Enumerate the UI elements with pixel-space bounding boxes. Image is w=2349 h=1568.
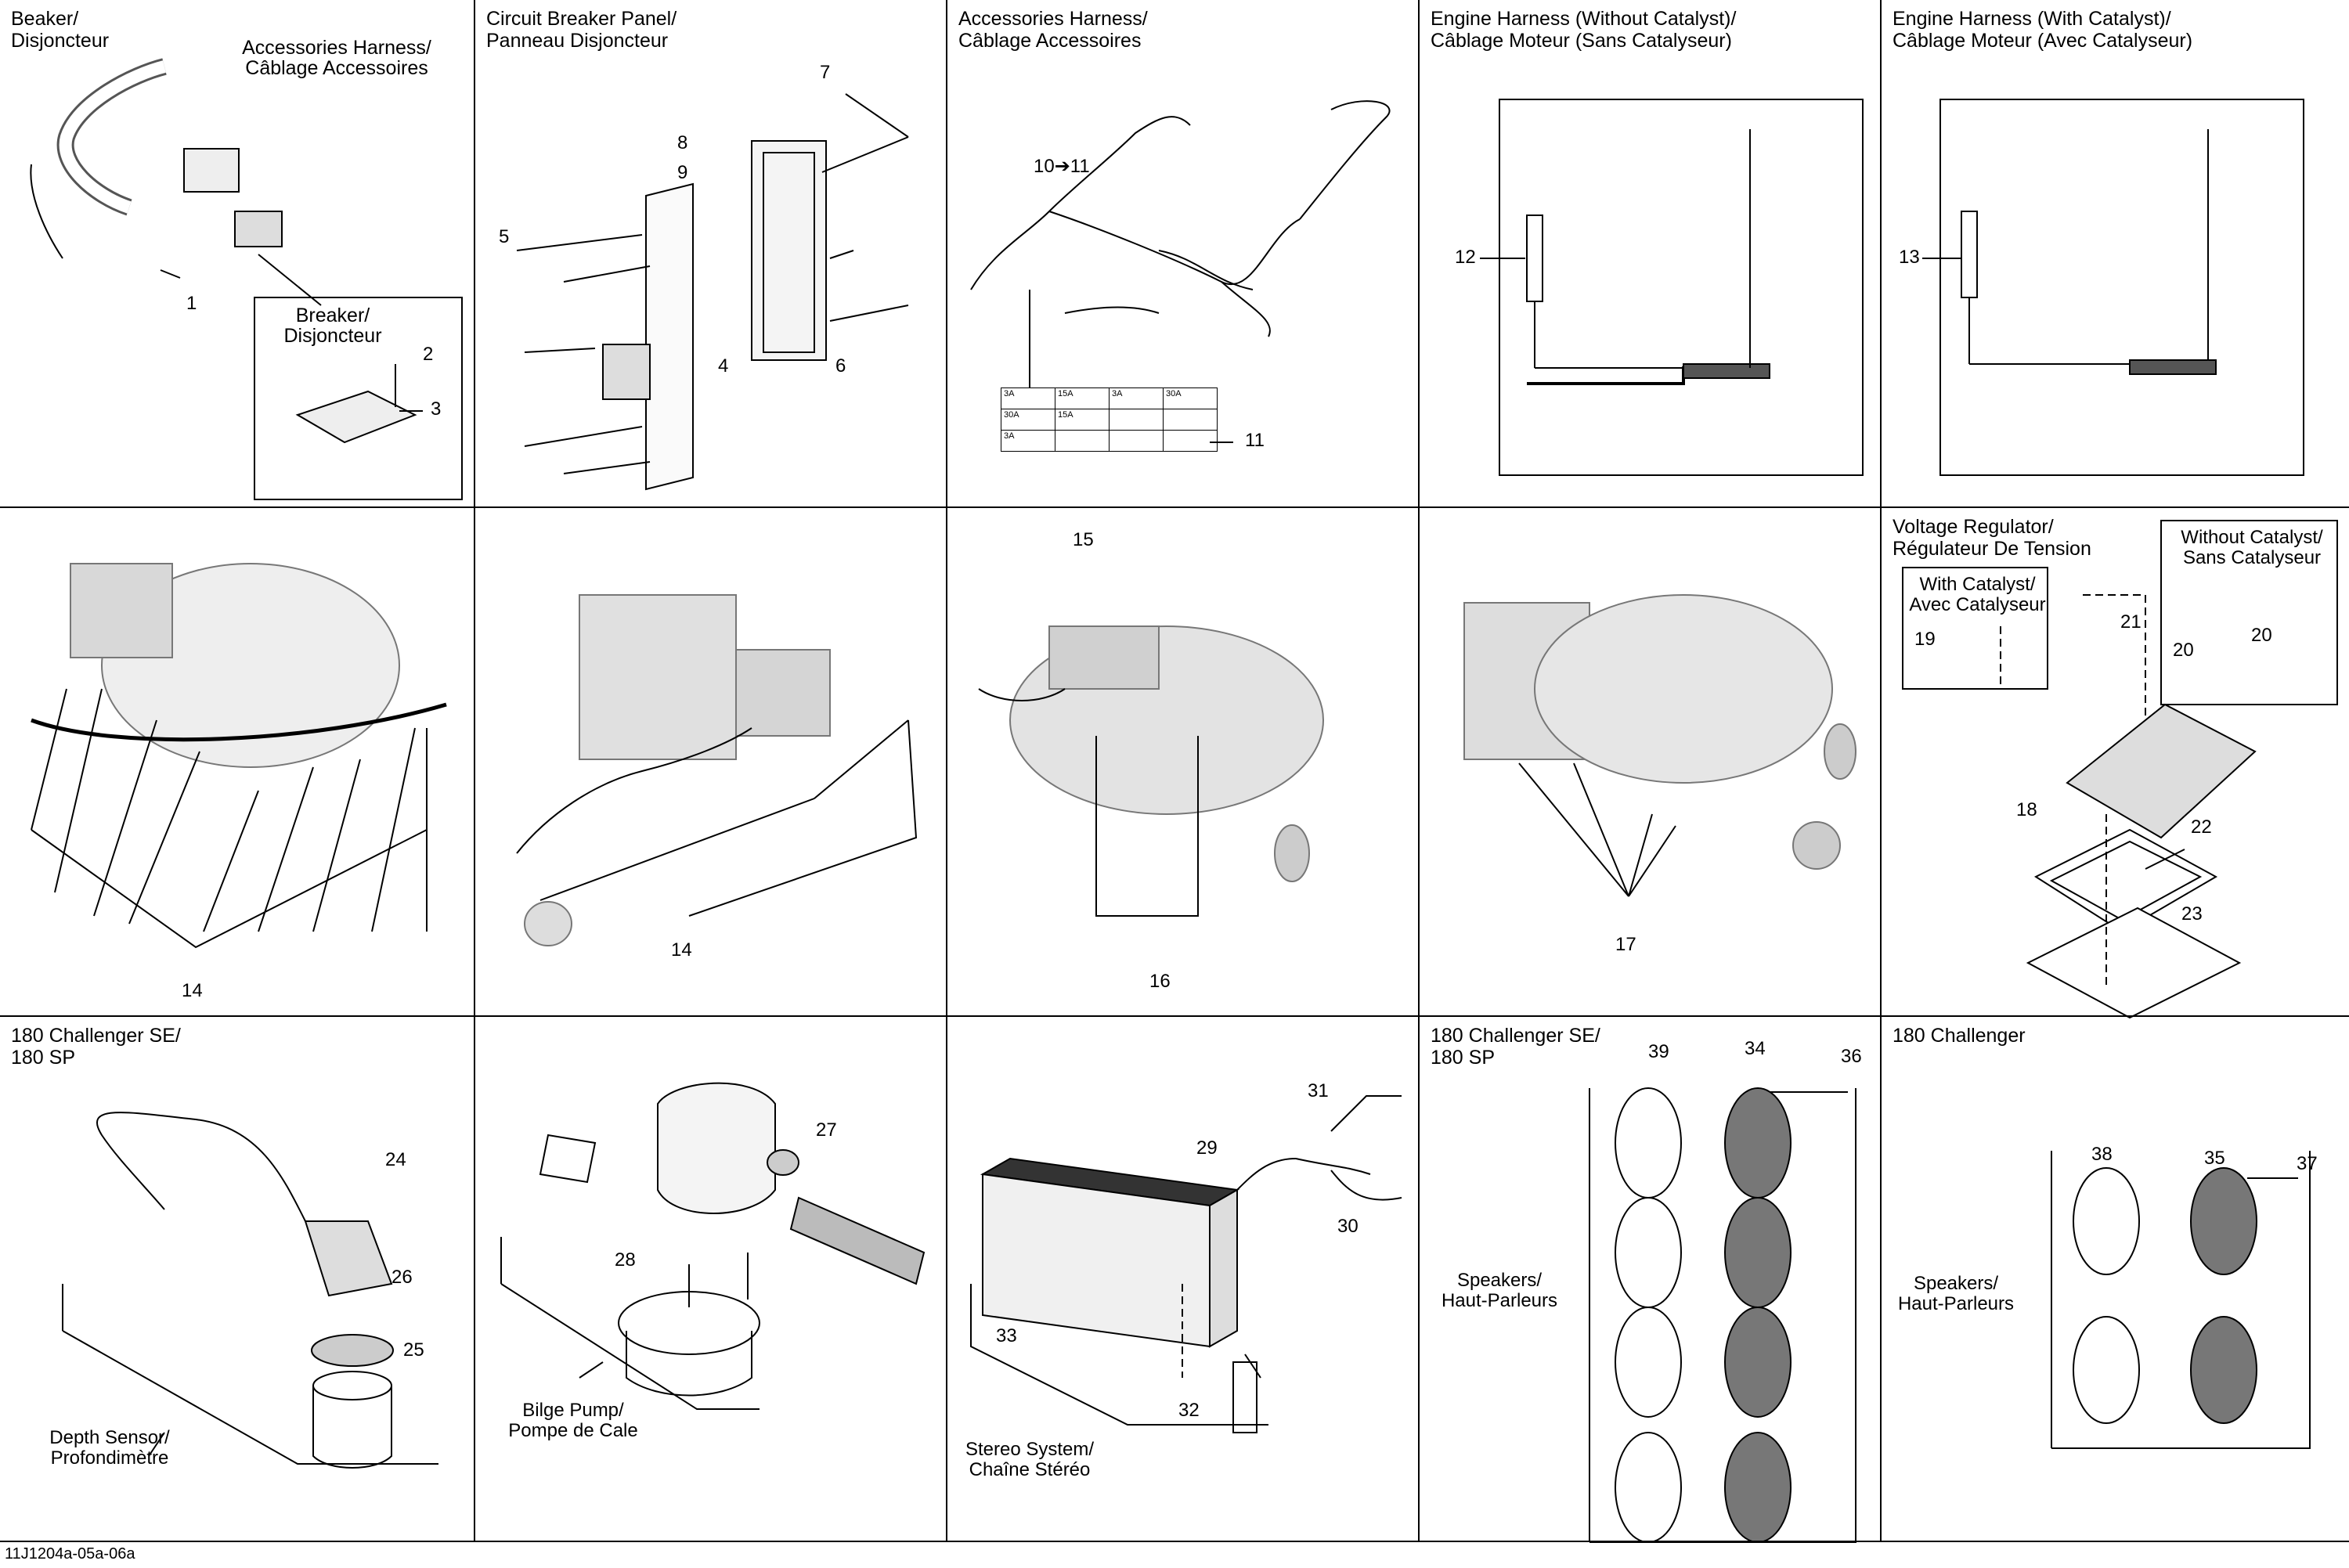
part-label: 15 xyxy=(1073,529,1094,550)
panel-accessories-harness: Accessories Harness/ Câblage Accessoires… xyxy=(947,0,1420,508)
part-label: 9 xyxy=(677,162,688,183)
part-label: 7 xyxy=(820,62,831,83)
panel-speakers-se: 180 Challenger SE/ 180 SP Speakers/ Haut… xyxy=(1420,1017,1882,1542)
part-label: 5 xyxy=(499,226,510,247)
part-label: 30 xyxy=(1337,1216,1359,1237)
panel-title: Circuit Breaker Panel/ Panneau Disjoncte… xyxy=(486,8,677,52)
part-label: 10➔11 xyxy=(1034,156,1090,177)
part-label: 34 xyxy=(1745,1038,1766,1059)
drawing-number: 11J1204a-05a-06a xyxy=(5,1545,135,1563)
part-label: 1 xyxy=(186,293,197,314)
part-label: 20 xyxy=(2251,625,2272,646)
part-label: 12 xyxy=(1455,247,1476,268)
part-label: 28 xyxy=(615,1249,636,1271)
part-label: 8 xyxy=(677,132,688,153)
part-label: 3 xyxy=(431,398,442,420)
caption: Speakers/ Haut-Parleurs xyxy=(1897,1273,2015,1314)
panel-title: Voltage Regulator/ Régulateur De Tension xyxy=(1893,516,2091,560)
panel-title: 180 Challenger SE/ 180 SP xyxy=(1431,1025,1600,1069)
part-label: 26 xyxy=(392,1267,413,1288)
fuse-cell: 15A xyxy=(1055,409,1110,431)
panel-voltage-regulator: Voltage Regulator/ Régulateur De Tension… xyxy=(1882,508,2349,1017)
panel-title: Accessories Harness/ Câblage Accessoires xyxy=(958,8,1148,52)
part-label: 14 xyxy=(671,939,692,961)
part-label: 18 xyxy=(2016,799,2037,820)
fuse-label-table: 3A 15A 3A 30A 30A 15A 3A xyxy=(1001,387,1218,452)
part-label: 32 xyxy=(1178,1400,1200,1421)
panel-speakers: 180 Challenger Speakers/ Haut-Parleurs 3… xyxy=(1882,1017,2349,1542)
panel-title: Beaker/ Disjoncteur xyxy=(11,8,110,52)
part-label: 13 xyxy=(1899,247,1920,268)
fuse-cell: 30A xyxy=(1163,387,1218,409)
part-label: 36 xyxy=(1841,1046,1862,1067)
part-label: 25 xyxy=(403,1339,424,1361)
part-label: 16 xyxy=(1149,971,1171,992)
part-label: 11 xyxy=(1245,430,1265,451)
part-label: 22 xyxy=(2191,816,2212,838)
panel-depth-sensor: 180 Challenger SE/ 180 SP Depth Sensor/ … xyxy=(0,1017,475,1542)
part-label: 24 xyxy=(385,1149,406,1170)
part-label: 39 xyxy=(1648,1041,1669,1062)
part-label: 37 xyxy=(2297,1153,2318,1174)
part-label: 2 xyxy=(423,344,434,365)
part-label: 33 xyxy=(996,1325,1017,1346)
with-catalyst-box-title: With Catalyst/ Avec Catalyseur xyxy=(1909,574,2046,615)
part-label: 21 xyxy=(2120,611,2142,633)
caption: Bilge Pump/ Pompe de Cale xyxy=(508,1400,638,1441)
part-label: 4 xyxy=(718,355,729,377)
panel-engine-harness-with-catalyst: Engine Harness (With Catalyst)/ Câblage … xyxy=(1882,0,2349,508)
part-label: 31 xyxy=(1308,1080,1329,1101)
part-label: 29 xyxy=(1196,1137,1218,1159)
part-label: 38 xyxy=(2091,1144,2113,1165)
panel-bilge-pump: Bilge Pump/ Pompe de Cale 27 28 xyxy=(475,1017,947,1542)
part-label: 35 xyxy=(2204,1148,2225,1169)
sub-title: Accessories Harness/ Câblage Accessoires xyxy=(242,37,431,79)
inset-title: Breaker/ Disjoncteur xyxy=(283,305,382,347)
part-label: 17 xyxy=(1615,934,1636,955)
caption: Stereo System/ Chaîne Stéréo xyxy=(965,1439,1095,1480)
panel-engine-clamps-1: 14 xyxy=(0,508,475,1017)
panel-title: 180 Challenger SE/ 180 SP xyxy=(11,1025,181,1069)
fuse-cell: 3A xyxy=(1001,430,1055,452)
caption: Speakers/ Haut-Parleurs xyxy=(1441,1270,1558,1311)
panel-engine-clamps-2: 14 xyxy=(475,508,947,1017)
fuse-cell: 3A xyxy=(1109,387,1164,409)
without-catalyst-box-title: Without Catalyst/ Sans Catalyseur xyxy=(2181,527,2323,568)
fuse-cell xyxy=(1163,430,1218,452)
fuse-cell: 3A xyxy=(1001,387,1055,409)
panel-title: Engine Harness (Without Catalyst)/ Câbla… xyxy=(1431,8,1737,52)
panel-engine-clamps-3: 15 16 xyxy=(947,508,1420,1017)
panel-engine-clamps-4: 17 xyxy=(1420,508,1882,1017)
caption: Depth Sensor/ Profondimètre xyxy=(49,1427,170,1469)
fuse-cell xyxy=(1163,409,1218,431)
part-label: 23 xyxy=(2181,903,2203,925)
fuse-cell: 15A xyxy=(1055,387,1110,409)
panel-engine-harness-without-catalyst: Engine Harness (Without Catalyst)/ Câbla… xyxy=(1420,0,1882,508)
panel-breaker: Beaker/ Disjoncteur Accessories Harness/… xyxy=(0,0,475,508)
part-label: 6 xyxy=(835,355,846,377)
panel-title: 180 Challenger xyxy=(1893,1025,2026,1047)
part-label: 19 xyxy=(1914,629,1936,650)
fuse-cell: 30A xyxy=(1001,409,1055,431)
panel-title: Engine Harness (With Catalyst)/ Câblage … xyxy=(1893,8,2193,52)
fuse-cell xyxy=(1055,430,1110,452)
part-label: 20 xyxy=(2173,640,2194,661)
panel-stereo: Stereo System/ Chaîne Stéréo 29 30 31 32… xyxy=(947,1017,1420,1542)
fuse-cell xyxy=(1109,409,1164,431)
part-label: 27 xyxy=(816,1119,837,1141)
part-label: 14 xyxy=(182,980,203,1001)
panel-circuit-breaker: Circuit Breaker Panel/ Panneau Disjoncte… xyxy=(475,0,947,508)
fuse-cell xyxy=(1109,430,1164,452)
